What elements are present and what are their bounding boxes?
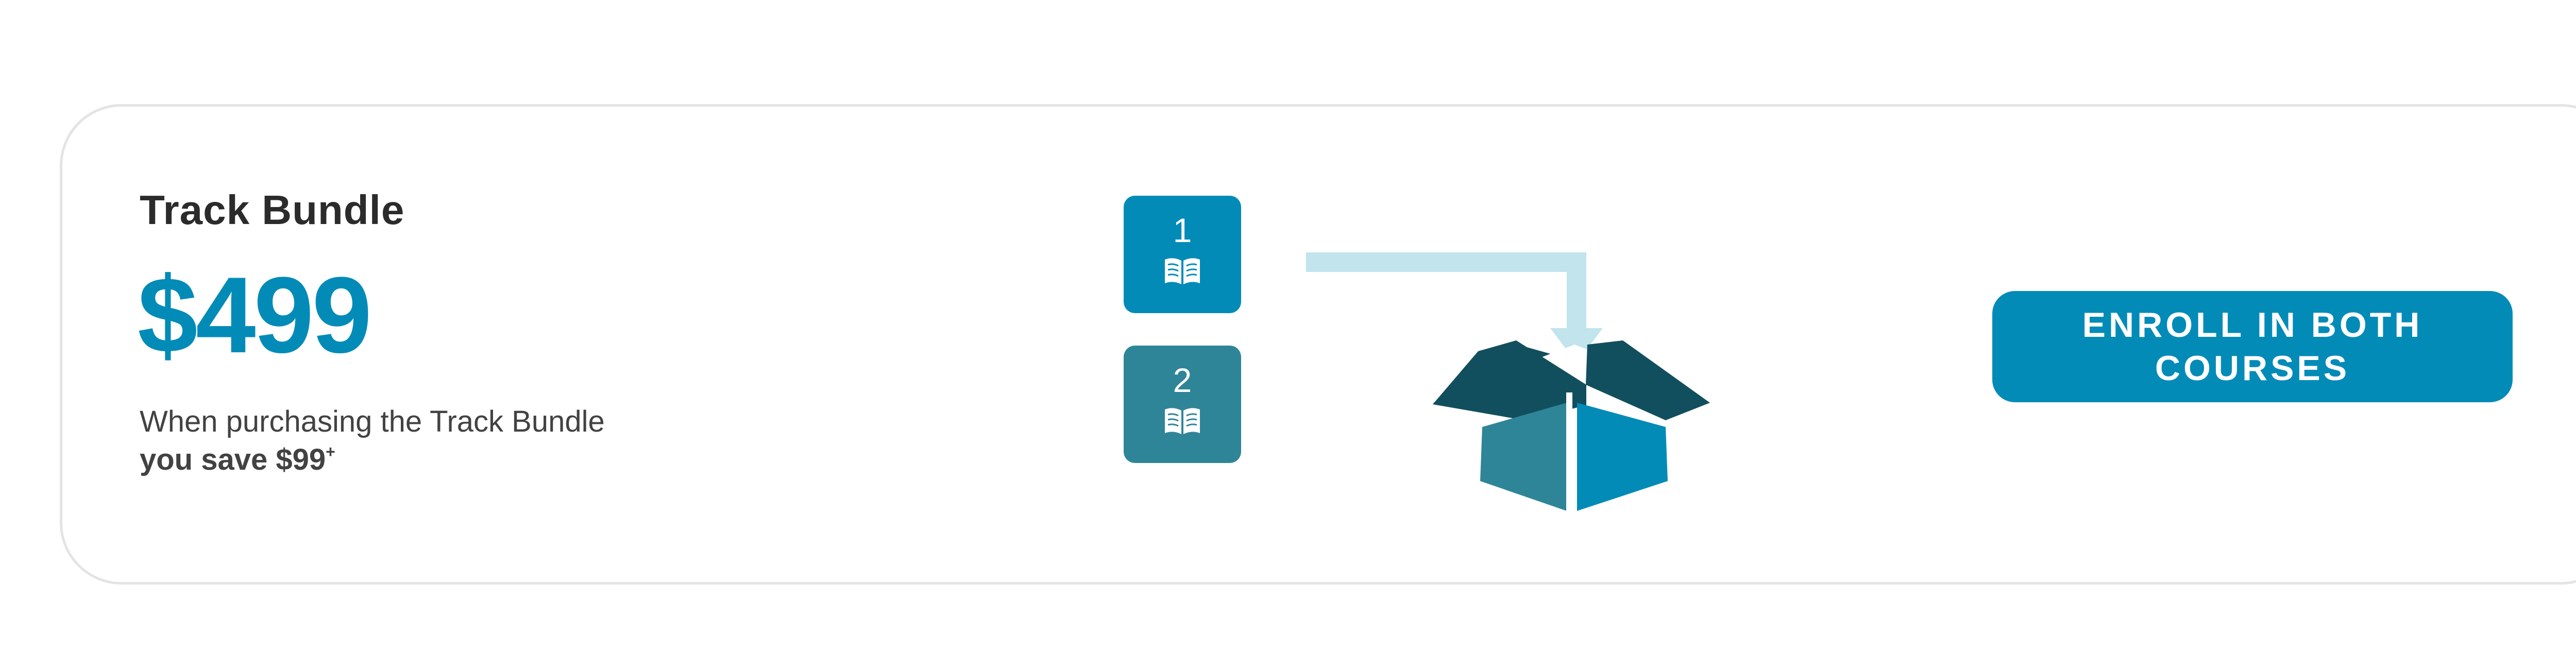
bundle-illustration	[1306, 252, 1710, 513]
course-tile-2: 2	[1124, 346, 1241, 463]
bundle-description-line: When purchasing the Track Bundle	[140, 405, 605, 438]
course-number: 2	[1173, 361, 1192, 399]
open-box-icon	[1433, 340, 1710, 513]
open-book-icon	[1165, 408, 1200, 434]
open-book-icon	[1165, 258, 1200, 284]
bundle-title: Track Bundle	[140, 187, 405, 233]
course-number: 1	[1173, 211, 1192, 249]
bundle-card: Track Bundle $499 When purchasing the Tr…	[60, 104, 2576, 585]
savings-text: you save $99	[140, 443, 326, 476]
savings-marker: +	[326, 442, 335, 461]
arrow-down-right-icon	[1306, 252, 1603, 363]
course-tile-1: 1	[1124, 196, 1241, 313]
enroll-both-courses-button[interactable]: ENROLL IN BOTH COURSES	[1992, 291, 2513, 402]
bundle-price: $499	[138, 254, 372, 375]
bundle-savings: you save $99+	[140, 441, 605, 479]
bundle-description: When purchasing the Track Bundle you sav…	[140, 403, 605, 479]
